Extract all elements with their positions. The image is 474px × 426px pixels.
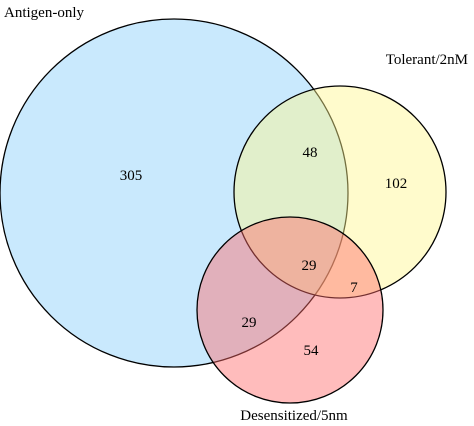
count-antigen-only: 305 (120, 168, 143, 184)
antigen-only-circle (0, 18, 349, 368)
count-antigen-desensitized: 29 (242, 315, 257, 331)
count-tolerant-only: 102 (385, 176, 408, 192)
tolerant-2nm-circle (233, 85, 447, 299)
set-label-antigen-only: Antigen-only (4, 5, 84, 21)
count-tolerant-desensitized: 7 (350, 280, 358, 296)
desensitized-5nm-circle (196, 216, 384, 404)
count-desensitized-only: 54 (304, 343, 320, 359)
set-label-desensitized-5nm: Desensitized/5nm (240, 408, 348, 424)
count-all-three: 29 (302, 258, 317, 274)
set-label-tolerant-2nm: Tolerant/2nM (386, 52, 468, 68)
count-antigen-tolerant: 48 (303, 145, 318, 161)
